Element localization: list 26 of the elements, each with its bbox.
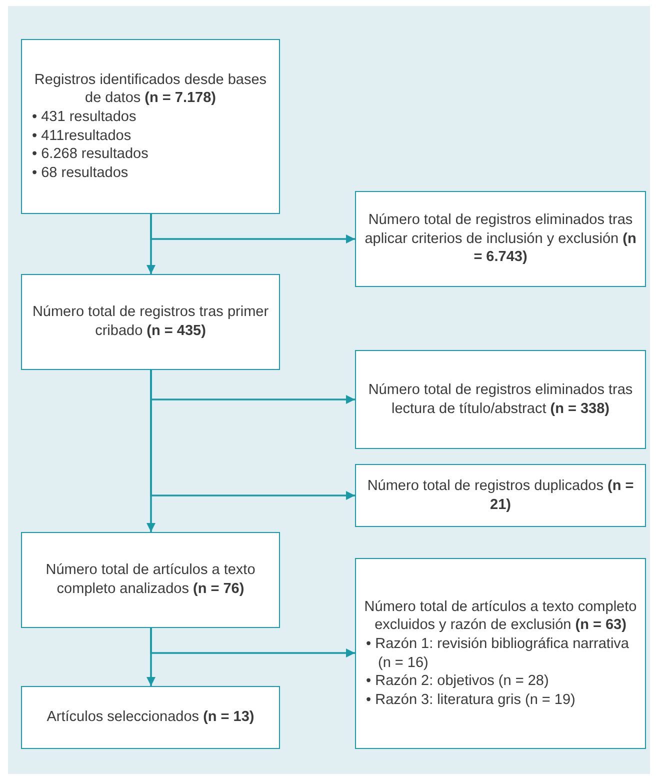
box-text: Número total de registros eliminados tras lectura de título/abstract (n = 338) (367, 380, 634, 418)
bullet-item: • Razón 1: revisión bibliográfica narrativa (n = 16) (365, 634, 630, 672)
bullet-item: • 411resultados (31, 126, 132, 146)
bullet-item: • Razón 2: objetivos (n = 28) (365, 672, 550, 691)
box-text: Número total de artículos a texto completo excluidos y razón de exclusión (n = 63) (364, 598, 637, 635)
bullet-item: • 68 resultados (31, 164, 130, 182)
process-box (21, 686, 280, 749)
exclusion-box (355, 558, 646, 749)
exclusion-box (355, 464, 646, 527)
arrow (146, 214, 156, 274)
arrow (146, 370, 156, 532)
box-text: Número total de registros tras primer cribado (n = 435) (31, 303, 270, 341)
bullet-item: • 6.268 resultados (31, 145, 150, 164)
bullet-item: • Razón 3: literatura gris (n = 19) (365, 690, 576, 710)
bullet-item: • 431 resultados (31, 108, 138, 126)
exclusion-box (355, 350, 646, 449)
process-box (21, 532, 280, 628)
box-text: Número total de artículos a texto completo analizados (n = 76) (44, 561, 256, 599)
box-text: Artículos seleccionados (n = 13) (46, 708, 256, 727)
box-text: Número total de registros duplicados (n = 21) (366, 476, 635, 514)
exclusion-box (355, 191, 646, 287)
box-text: Número total de registros eliminados tras aplicar criterios de inclusión y exclusión (n = 6.743) (364, 211, 637, 267)
box-text: Registros identificados desde bases de datos (n = 7.178) (33, 70, 268, 108)
arrow (146, 628, 156, 686)
process-box (21, 274, 280, 370)
process-box (21, 39, 280, 214)
